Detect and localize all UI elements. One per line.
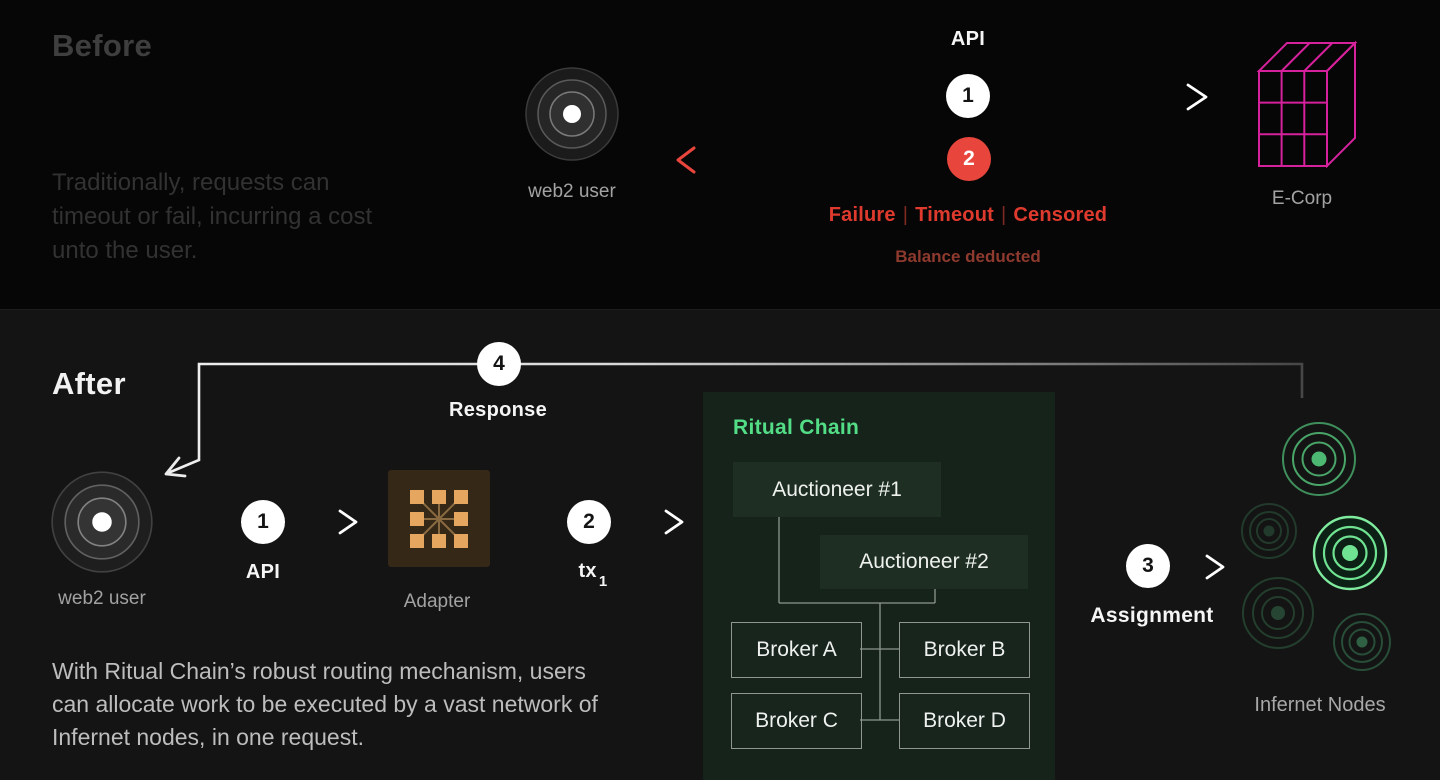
failure-item: Failure	[828, 204, 896, 226]
before-section	[0, 0, 1440, 310]
step-2-badge-after: 2	[567, 500, 611, 544]
infernet-node-icon	[1333, 613, 1391, 671]
web2-user-label: web2 user	[58, 588, 146, 609]
web2-user-icon	[50, 470, 154, 574]
infernet-node-icon	[1241, 503, 1297, 559]
auctioneer-1-box: Auctioneer #1	[733, 462, 941, 517]
response-label: Response	[449, 399, 547, 421]
tx-subscript: 1	[598, 573, 608, 590]
before-description: Traditionally, requests can timeout or f…	[52, 169, 373, 264]
step-1-badge-after: 1	[241, 500, 285, 544]
broker-d-box: Broker D	[899, 693, 1030, 749]
infernet-node-icon	[1312, 515, 1388, 591]
step-2-badge-before: 2	[947, 137, 991, 181]
after-description: With Ritual Chain’s robust routing mecha…	[52, 658, 598, 750]
after-title: After	[52, 366, 126, 401]
ritual-chain-title: Ritual Chain	[733, 416, 860, 439]
broker-b-box: Broker B	[899, 622, 1030, 678]
timeout-item: Timeout	[915, 204, 994, 226]
broker-a-box: Broker A	[731, 622, 862, 678]
ecorp-cube-icon	[1256, 40, 1358, 169]
infernet-nodes-cluster	[1241, 422, 1391, 671]
failure-status-line: Failure | Timeout | Censored	[768, 204, 1168, 227]
before-title: Before	[52, 28, 152, 63]
api-label-after: API	[245, 561, 281, 583]
infernet-node-icon	[1242, 577, 1314, 649]
auctioneer-2-box: Auctioneer #2	[820, 535, 1028, 589]
web2-user-icon	[524, 66, 620, 162]
hierarchy-connector-lines	[778, 517, 936, 721]
broker-c-box: Broker C	[731, 693, 862, 749]
infernet-node-icon	[1282, 422, 1356, 496]
infernet-nodes-label: Infernet Nodes	[1254, 694, 1386, 716]
web2-user-label: web2 user	[528, 181, 616, 202]
separator: |	[902, 204, 909, 226]
censored-item: Censored	[1013, 204, 1108, 226]
api-label-before: API	[950, 28, 986, 50]
failure-arrow	[676, 146, 1208, 174]
ecorp-label: E-Corp	[1271, 188, 1333, 209]
adapter-icon	[388, 470, 490, 567]
response-arrow	[164, 362, 1304, 478]
ritual-chain-panel: Ritual Chain Auctioneer #1 Auctioneer #2…	[703, 392, 1055, 780]
request-arrow	[680, 83, 1208, 111]
adapter-label: Adapter	[403, 591, 471, 612]
step-1-badge-before: 1	[946, 74, 990, 118]
balance-deducted-note: Balance deducted	[895, 247, 1041, 266]
assignment-label: Assignment	[1090, 604, 1214, 627]
separator: |	[1000, 204, 1007, 226]
step-4-badge: 4	[477, 342, 521, 386]
step-3-badge: 3	[1126, 544, 1170, 588]
